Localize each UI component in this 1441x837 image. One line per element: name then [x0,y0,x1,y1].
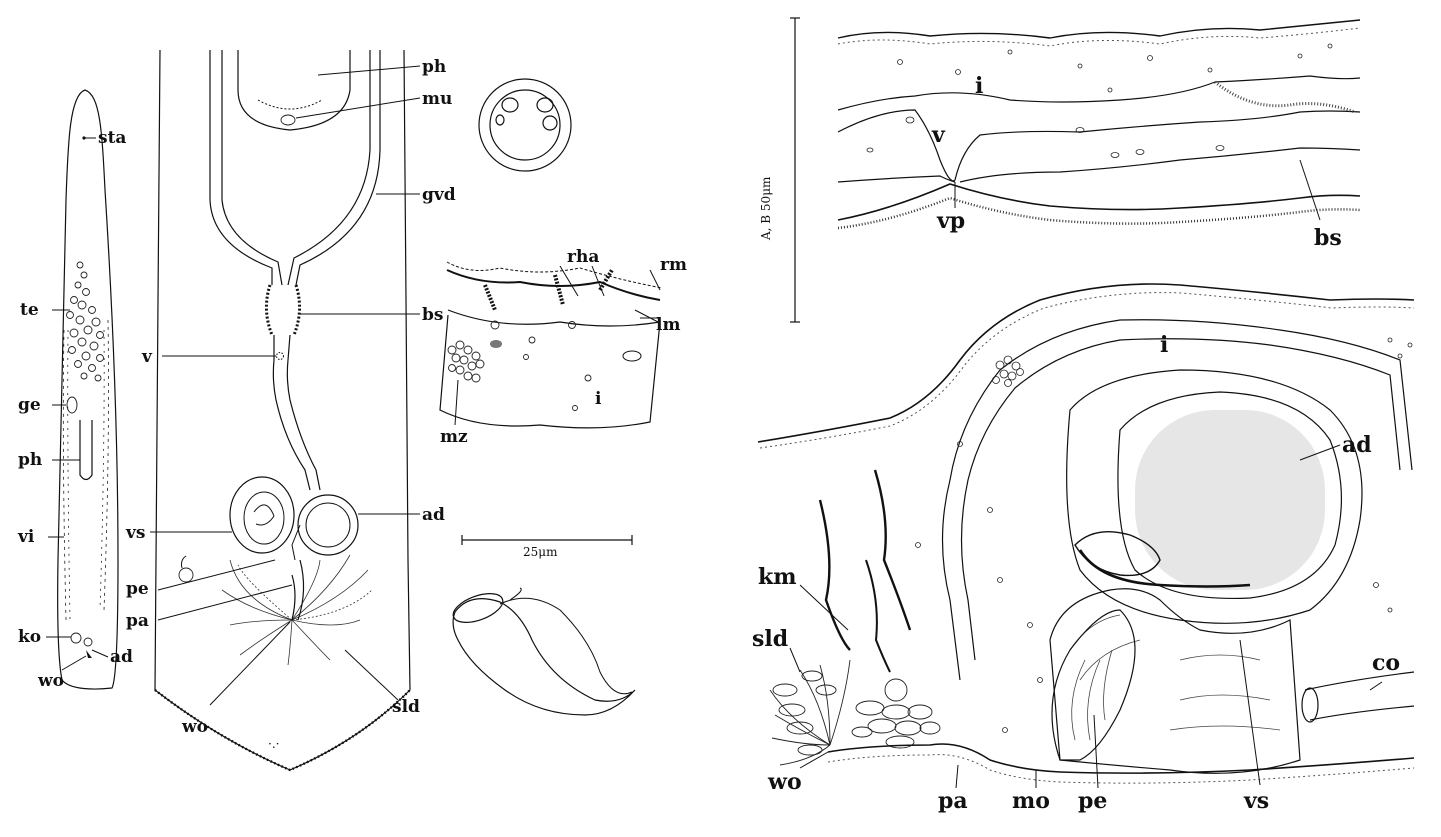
label-br-vs: vs [1243,788,1269,814]
label-a-wo: wo [37,671,64,691]
germarium [66,396,78,414]
label-a-ko: ko [18,627,41,647]
label-a-sta: sta [98,128,126,148]
label-a-ph: ph [18,450,42,470]
shell-glands-b [221,554,373,666]
hook-sclerite [452,587,636,716]
label-b-sld: sld [392,697,420,717]
bursa-b [265,284,301,336]
br-nuclei [915,337,1413,733]
label-c-i: i [595,389,602,409]
female-pore-mark [86,650,92,658]
label-br-pa: pa [938,788,968,814]
scale-large-label: A, B 50μm [759,176,773,241]
label-c-mz: mz [440,427,468,447]
vagina-b [276,352,284,360]
label-tr-bs: bs [1314,225,1342,251]
seminal-vesicle-b [229,476,295,554]
label-a-ad: ad [110,647,133,667]
figure-bottom-right: i ad km sld co wo pa mo pe vs [752,283,1415,814]
pharynx-pouch [237,50,351,131]
label-b-gvd: gvd [422,185,456,205]
label-c-rha: rha [567,247,599,267]
label-tr-v: v [931,122,946,148]
label-c-rm: rm [660,255,687,275]
br-gland-cluster [992,355,1024,387]
label-b-ph: ph [422,57,446,77]
label-a-vi: vi [17,527,35,547]
mz-cluster [447,340,485,383]
statocyst-section [478,78,572,172]
adenodactyl-b [297,494,359,556]
label-b-v: v [141,347,153,367]
label-br-co: co [1372,650,1400,676]
label-b-vs: vs [125,523,145,543]
testes-cluster [66,261,104,382]
label-br-ad: ad [1342,432,1372,458]
label-br-i: i [1160,332,1168,358]
label-br-pe: pe [1078,788,1107,814]
br-shell-glands [769,659,851,766]
figure-a-whole-animal: sta te ge ph vi ko ad wo [17,89,133,691]
body-margin-stipple [154,689,411,772]
label-a-te: te [20,300,39,320]
label-tr-i: i [975,73,983,99]
body-outline-b [154,49,411,771]
label-b-bs: bs [422,305,443,325]
label-br-sld: sld [752,626,788,652]
mouth [280,114,296,126]
small-gland-b [178,567,194,583]
label-b-pa: pa [126,611,149,631]
label-br-mo: mo [1012,788,1050,814]
label-c-lm: lm [656,315,680,335]
br-egg-cells [851,678,941,749]
figure-b-posterior: ·.· ph mu gvd bs v vs ad pe pa sld wo [125,49,456,772]
label-b-wo: wo [181,717,208,737]
scale-small-label: 25μm [523,545,558,559]
adenodactyl-a [83,637,93,647]
label-b-ad: ad [422,505,445,525]
vitellaria [62,319,109,621]
body-outline [57,89,119,690]
figure-c-body-wall: rha rm lm mz i [439,247,687,447]
label-tr-vp: vp [936,208,965,234]
pharynx-a [79,420,93,481]
copulatory-knob [70,632,82,644]
label-a-ge: ge [18,395,41,415]
label-br-wo: wo [767,769,802,795]
label-b-pe: pe [126,579,149,599]
scale-bar-small: 25μm [461,535,633,559]
label-b-mu: mu [422,89,452,109]
figure-top-right: A, B 50μm i v vp bs [759,17,1361,323]
svg-text:·.·: ·.· [268,737,279,751]
tr-cell-nuclei [866,43,1333,158]
label-br-km: km [758,564,797,590]
